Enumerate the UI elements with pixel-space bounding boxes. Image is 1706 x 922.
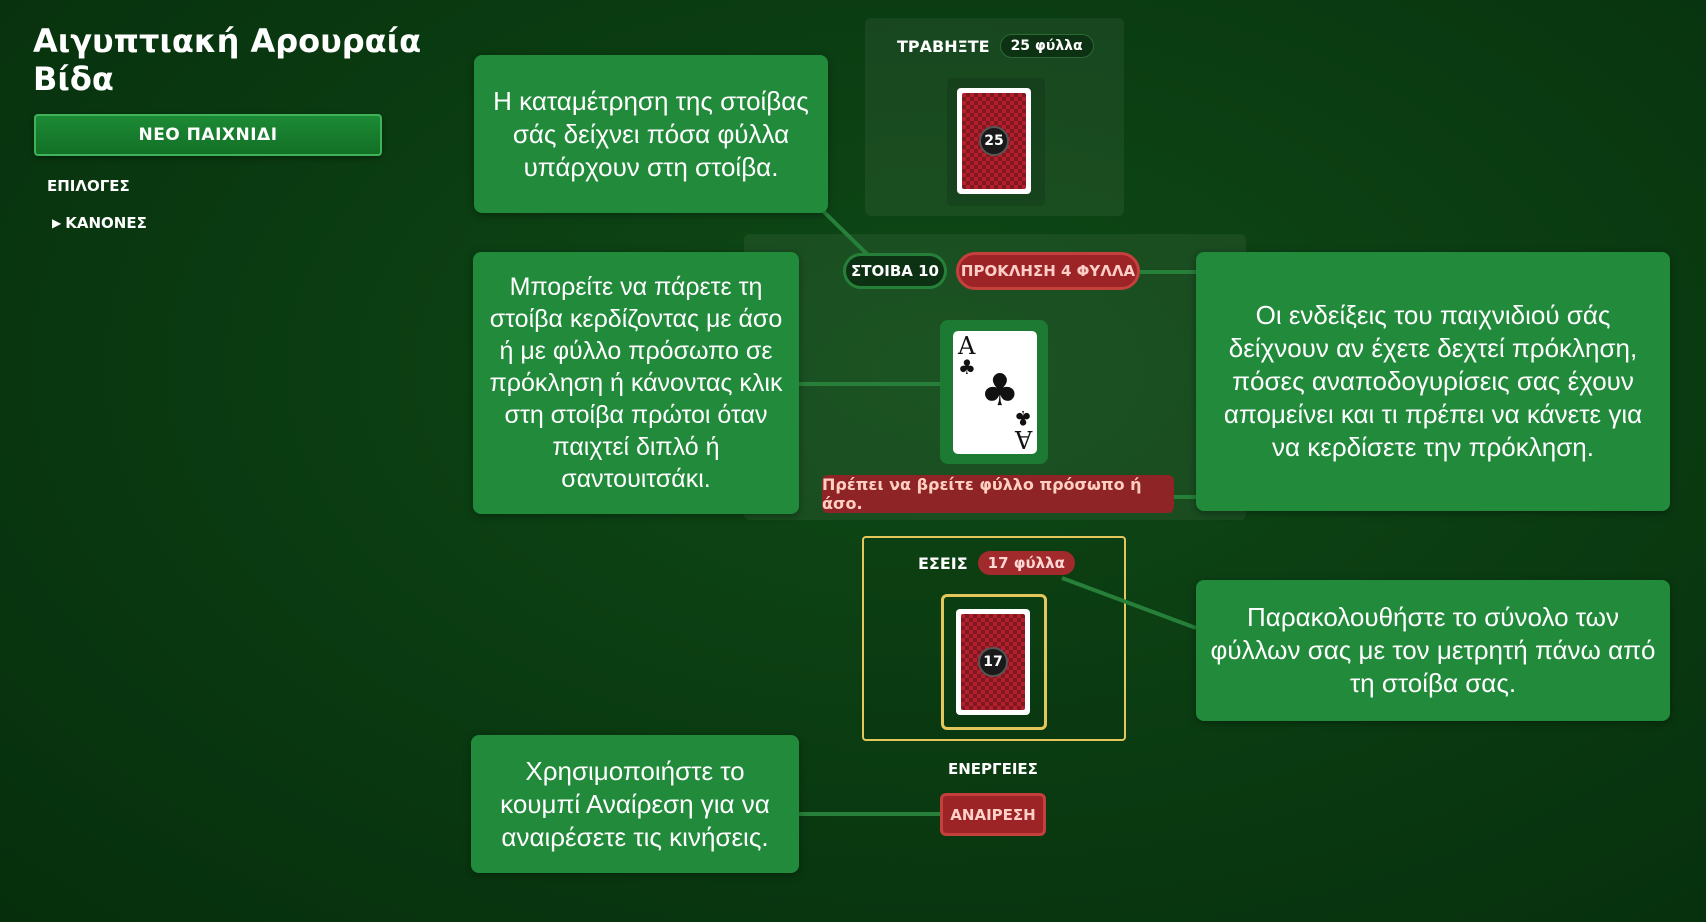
draw-pile-label: ΤΡΑΒΗΞΤΕ — [897, 36, 990, 56]
tooltip-your-total: Παρακολουθήστε το σύνολο των φύλλων σας … — [1196, 580, 1670, 721]
draw-pile-card[interactable]: 25 — [957, 88, 1031, 194]
tooltip-game-hints-text: Οι ενδείξεις του παιχνιδιού σάς δείχνουν… — [1223, 300, 1643, 462]
player-count-badge: 17 φύλλα — [977, 551, 1075, 575]
center-stack-top-card[interactable]: A ♣ ♣ ♣ A — [953, 331, 1037, 454]
challenge-hint: Πρέπει να βρείτε φύλλο πρόσωπο ή άσο. — [822, 475, 1174, 513]
undo-button[interactable]: ΑΝΑΙΡΕΣΗ — [940, 793, 1046, 836]
player-header: ΕΣΕΙΣ 17 φύλλα — [918, 551, 1075, 575]
challenge-badge: ΠΡΟΚΛΗΣΗ 4 ΦΥΛΛΑ — [956, 252, 1140, 290]
card-back-pattern: 25 — [962, 93, 1026, 189]
rules-menu-item[interactable]: ▶ ΚΑΝΟΝΕΣ — [52, 214, 147, 232]
draw-pile-count: 25 — [979, 126, 1009, 156]
draw-pile-count-badge: 25 φύλλα — [999, 34, 1094, 58]
club-suit-icon: ♣ — [958, 355, 976, 379]
tooltip-undo: Χρησιμοποιήστε το κουμπί Αναίρεση για να… — [471, 735, 799, 873]
draw-pile-header: ΤΡΑΒΗΞΤΕ 25 φύλλα — [897, 34, 1094, 58]
tooltip-take-stack-text: Μπορείτε να πάρετε τη στοίβα κερδίζοντας… — [489, 273, 783, 493]
actions-label: ΕΝΕΡΓΕΙΕΣ — [948, 760, 1038, 778]
triangle-right-icon: ▶ — [52, 216, 62, 230]
player-label: ΕΣΕΙΣ — [918, 553, 968, 573]
tooltip-your-total-text: Παρακολουθήστε το σύνολο των φύλλων σας … — [1210, 602, 1656, 698]
club-suit-center-icon: ♣ — [980, 365, 1020, 416]
card-rank-top: A — [958, 332, 976, 360]
tooltip-game-hints: Οι ενδείξεις του παιχνιδιού σάς δείχνουν… — [1196, 252, 1670, 511]
new-game-button[interactable]: ΝΕΟ ΠΑΙΧΝΙΔΙ — [34, 114, 382, 156]
tooltip-pile-count-text: Η καταμέτρηση της στοίβας σάς δείχνει πό… — [493, 85, 809, 182]
card-rank-bottom: A — [1014, 425, 1032, 453]
tooltip-take-stack: Μπορείτε να πάρετε τη στοίβα κερδίζοντας… — [473, 252, 799, 514]
player-pile-well — [941, 594, 1047, 730]
tooltip-undo-text: Χρησιμοποιήστε το κουμπί Αναίρεση για να… — [500, 755, 770, 852]
tooltip-pile-count: Η καταμέτρηση της στοίβας σάς δείχνει πό… — [474, 55, 828, 213]
stack-count-badge: ΣΤΟΙΒΑ 10 — [843, 253, 947, 289]
rules-label: ΚΑΝΟΝΕΣ — [65, 214, 147, 232]
player-pile-count: 17 — [978, 647, 1008, 677]
game-title: Αιγυπτιακή Αρουραία Βίδα — [33, 22, 422, 98]
card-back-pattern: 17 — [961, 614, 1025, 710]
options-menu-item[interactable]: ΕΠΙΛΟΓΕΣ — [47, 177, 130, 195]
player-pile-card[interactable]: 17 — [956, 609, 1030, 715]
